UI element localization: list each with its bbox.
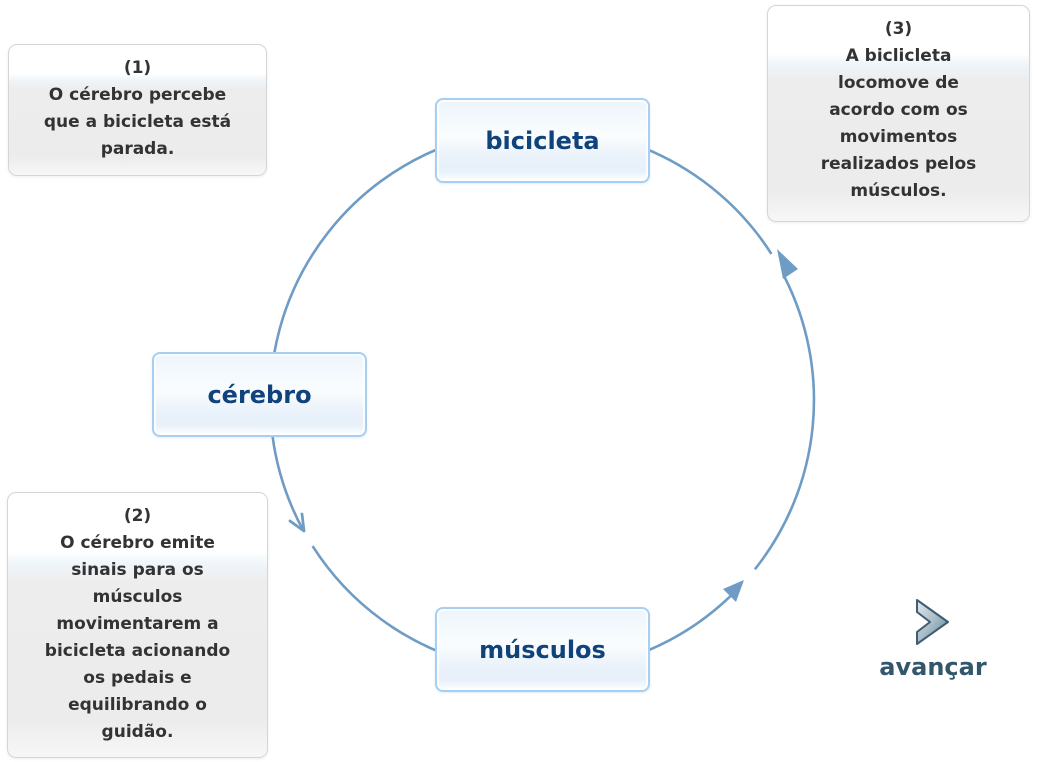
- cycle-arc-top-left: [268, 126, 773, 532]
- arrowhead-upright-icon: [723, 580, 744, 602]
- arrowhead-up-icon: [777, 249, 798, 279]
- node-cerebro: cérebro: [152, 352, 367, 437]
- advance-label[interactable]: avançar: [879, 653, 987, 681]
- cycle-arc-right: [753, 275, 816, 571]
- note-box-2: (2) O cérebro emite sinais para os múscu…: [7, 492, 268, 758]
- chevron-right-icon[interactable]: [913, 598, 953, 646]
- node-musculos-label: músculos: [479, 635, 606, 664]
- node-cerebro-label: cérebro: [207, 380, 312, 409]
- advance-button[interactable]: avançar: [858, 598, 1008, 681]
- node-bicicleta-label: bicicleta: [485, 126, 600, 155]
- note-text-3: (3) A biclicleta locomove de acordo com …: [820, 19, 977, 201]
- note-text-1: (1) O cérebro percebe que a bicicleta es…: [43, 58, 232, 159]
- node-bicicleta: bicicleta: [435, 98, 650, 183]
- arrowhead-down-icon: [288, 512, 306, 533]
- note-text-2: (2) O cérebro emite sinais para os múscu…: [44, 506, 231, 742]
- note-box-3: (3) A biclicleta locomove de acordo com …: [767, 5, 1030, 222]
- note-box-1: (1) O cérebro percebe que a bicicleta es…: [8, 44, 267, 176]
- node-musculos: músculos: [435, 607, 650, 692]
